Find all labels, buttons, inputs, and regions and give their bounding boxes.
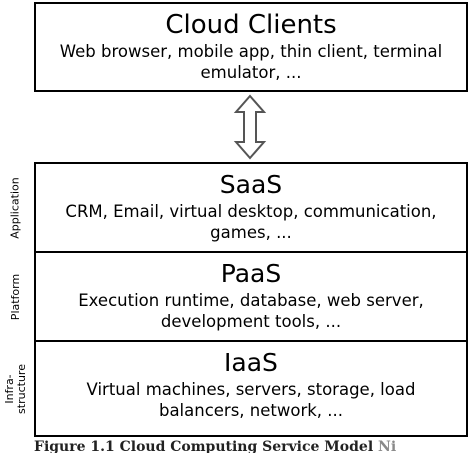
caption-tail: Ni [378,439,397,453]
cloud-clients-box: Cloud Clients Web browser, mobile app, t… [34,2,468,92]
paas-description: Execution runtime, database, web server,… [78,291,424,331]
double-arrow-icon [233,94,267,160]
iaas-layer: IaaS Virtual machines, servers, storage,… [36,342,466,435]
saas-description: CRM, Email, virtual desktop, communicati… [65,202,437,242]
service-stack: SaaS CRM, Email, virtual desktop, commun… [34,162,468,437]
side-label-application: Application [9,176,22,239]
paas-title: PaaS [220,259,282,288]
iaas-description: Virtual machines, servers, storage, load… [86,380,416,420]
cloud-clients-description: Web browser, mobile app, thin client, te… [59,42,443,82]
cloud-clients-title: Cloud Clients [165,10,337,40]
side-label-platform: Platform [9,273,23,320]
figure-caption: Figure 1.1 Cloud Computing Service Model… [34,439,474,453]
side-label-infrastructure: Infra- structure [3,363,29,414]
saas-title: SaaS [219,170,283,199]
paas-layer: PaaS Execution runtime, database, web se… [36,253,466,342]
iaas-title: IaaS [224,348,278,377]
caption-text: Figure 1.1 Cloud Computing Service Model [34,439,374,453]
saas-layer: SaaS CRM, Email, virtual desktop, commun… [36,164,466,253]
